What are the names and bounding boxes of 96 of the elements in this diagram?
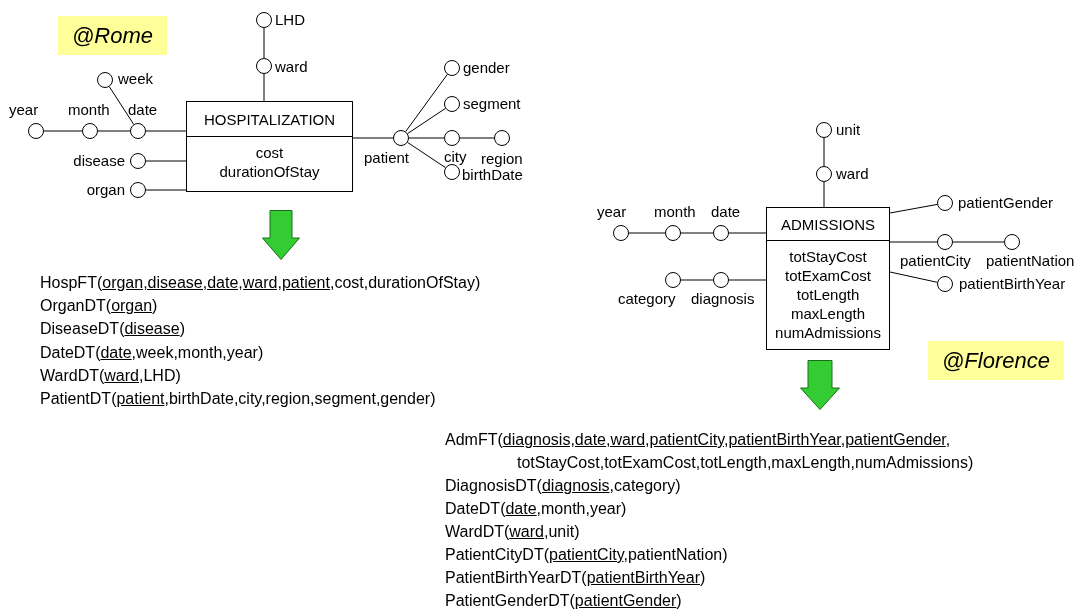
attribute-circle — [937, 276, 953, 292]
connector-line — [43, 130, 83, 132]
schema-text: WardDT(ward,LHD) — [40, 366, 181, 386]
attribute-label: patientGender — [958, 194, 1054, 212]
attribute-label: week — [118, 70, 154, 88]
connector-line — [263, 73, 265, 102]
attribute-label: city — [444, 148, 467, 166]
attribute-label: birthDate — [462, 166, 523, 184]
location-tag: @Rome — [58, 16, 167, 55]
attribute-circle — [256, 58, 272, 74]
connector-line — [407, 141, 446, 169]
schema-text: PatientGenderDT(patientGender) — [445, 591, 682, 611]
attribute-circle — [256, 12, 272, 28]
attribute-circle — [82, 123, 98, 139]
connector-line — [889, 271, 938, 283]
fact-name: HOSPITALIZATION — [203, 110, 336, 128]
schema-text: DateDT(date,month,year) — [445, 499, 627, 519]
connector-line — [728, 232, 767, 234]
attribute-circle — [444, 60, 460, 76]
attribute-label: diagnosis — [691, 290, 755, 308]
attribute-label: ward — [275, 58, 308, 76]
schema-text: DateDT(date,week,month,year) — [40, 343, 264, 363]
schema-text: WardDT(ward,unit) — [445, 522, 580, 542]
attribute-label: month — [68, 101, 110, 119]
attribute-circle — [937, 195, 953, 211]
connector-line — [728, 279, 767, 281]
attribute-label: date — [128, 101, 158, 119]
attribute-circle — [713, 225, 729, 241]
schema-text: HospFT(organ,disease,date,ward,patient,cost,durationOfStay) — [40, 273, 481, 293]
schema-text: AdmFT(diagnosis,date,ward,patientCity,patientBirthYear,patientGender, totStayCost,totExamCost,totLength,maxLength,numAdmissions) — [445, 430, 975, 473]
attribute-label: organ — [86, 181, 125, 199]
connector-line — [407, 107, 446, 135]
attribute-label: region — [481, 150, 523, 168]
connector-line — [263, 27, 265, 59]
connector-line — [408, 137, 445, 139]
attribute-label: date — [711, 203, 741, 221]
attribute-circle — [937, 234, 953, 250]
attribute-circle — [816, 122, 832, 138]
attribute-label: unit — [836, 121, 861, 139]
attribute-label: year — [9, 101, 39, 119]
connector-line — [405, 73, 448, 133]
attribute-circle — [28, 123, 44, 139]
connector-line — [952, 241, 1005, 243]
schema-text: OrganDT(organ) — [40, 296, 158, 316]
attribute-label: month — [654, 203, 696, 221]
attribute-circle — [130, 182, 146, 198]
connector-line — [628, 232, 666, 234]
fact-name: ADMISSIONS — [780, 215, 876, 233]
attribute-circle — [665, 225, 681, 241]
attribute-circle — [613, 225, 629, 241]
attribute-label: disease — [73, 152, 125, 170]
attribute-circle — [1004, 234, 1020, 250]
connector-line — [145, 160, 187, 162]
connector-line — [352, 137, 394, 139]
attribute-circle — [713, 272, 729, 288]
attribute-circle — [444, 96, 460, 112]
attribute-label: patient — [364, 149, 410, 167]
schema-text: PatientDT(patient,birthDate,city,region,segment,gender) — [40, 389, 436, 409]
connector-line — [97, 130, 131, 132]
attribute-circle — [130, 123, 146, 139]
attribute-circle — [665, 272, 681, 288]
fact-box — [186, 101, 353, 192]
connector-line — [145, 189, 187, 191]
attribute-label: patientNation — [986, 252, 1075, 270]
attribute-circle — [130, 153, 146, 169]
schema-text: PatientCityDT(patientCity,patientNation) — [445, 545, 728, 565]
schema-text: DiagnosisDT(diagnosis,category) — [445, 476, 681, 496]
attribute-label: patientBirthYear — [959, 275, 1066, 293]
attribute-label: gender — [463, 59, 510, 77]
connector-line — [823, 137, 825, 167]
schema-text: PatientBirthYearDT(patientBirthYear) — [445, 568, 706, 588]
attribute-circle — [494, 130, 510, 146]
attribute-label: category — [618, 290, 676, 308]
attribute-label: year — [597, 203, 627, 221]
connector-line — [680, 232, 714, 234]
attribute-label: LHD — [275, 11, 305, 29]
connector-line — [108, 86, 135, 125]
fact-box — [766, 207, 890, 350]
measure-list: cost durationOfStay — [219, 143, 320, 181]
attribute-circle — [444, 130, 460, 146]
attribute-label: patientCity — [900, 252, 971, 270]
attribute-circle — [393, 130, 409, 146]
connector-line — [889, 241, 938, 243]
schema-text: DiseaseDT(disease) — [40, 319, 185, 339]
connector-line — [823, 181, 825, 208]
attribute-circle — [816, 166, 832, 182]
attribute-circle — [97, 72, 113, 88]
connector-line — [889, 203, 938, 214]
attribute-circle — [444, 164, 460, 180]
connector-line — [680, 279, 714, 281]
connector-line — [145, 130, 187, 132]
measure-list: totStayCost totExamCost totLength maxLength numAdmissions — [775, 247, 881, 342]
attribute-label: segment — [463, 95, 521, 113]
connector-line — [459, 137, 495, 139]
attribute-label: ward — [836, 165, 869, 183]
location-tag: @Florence — [928, 341, 1064, 380]
